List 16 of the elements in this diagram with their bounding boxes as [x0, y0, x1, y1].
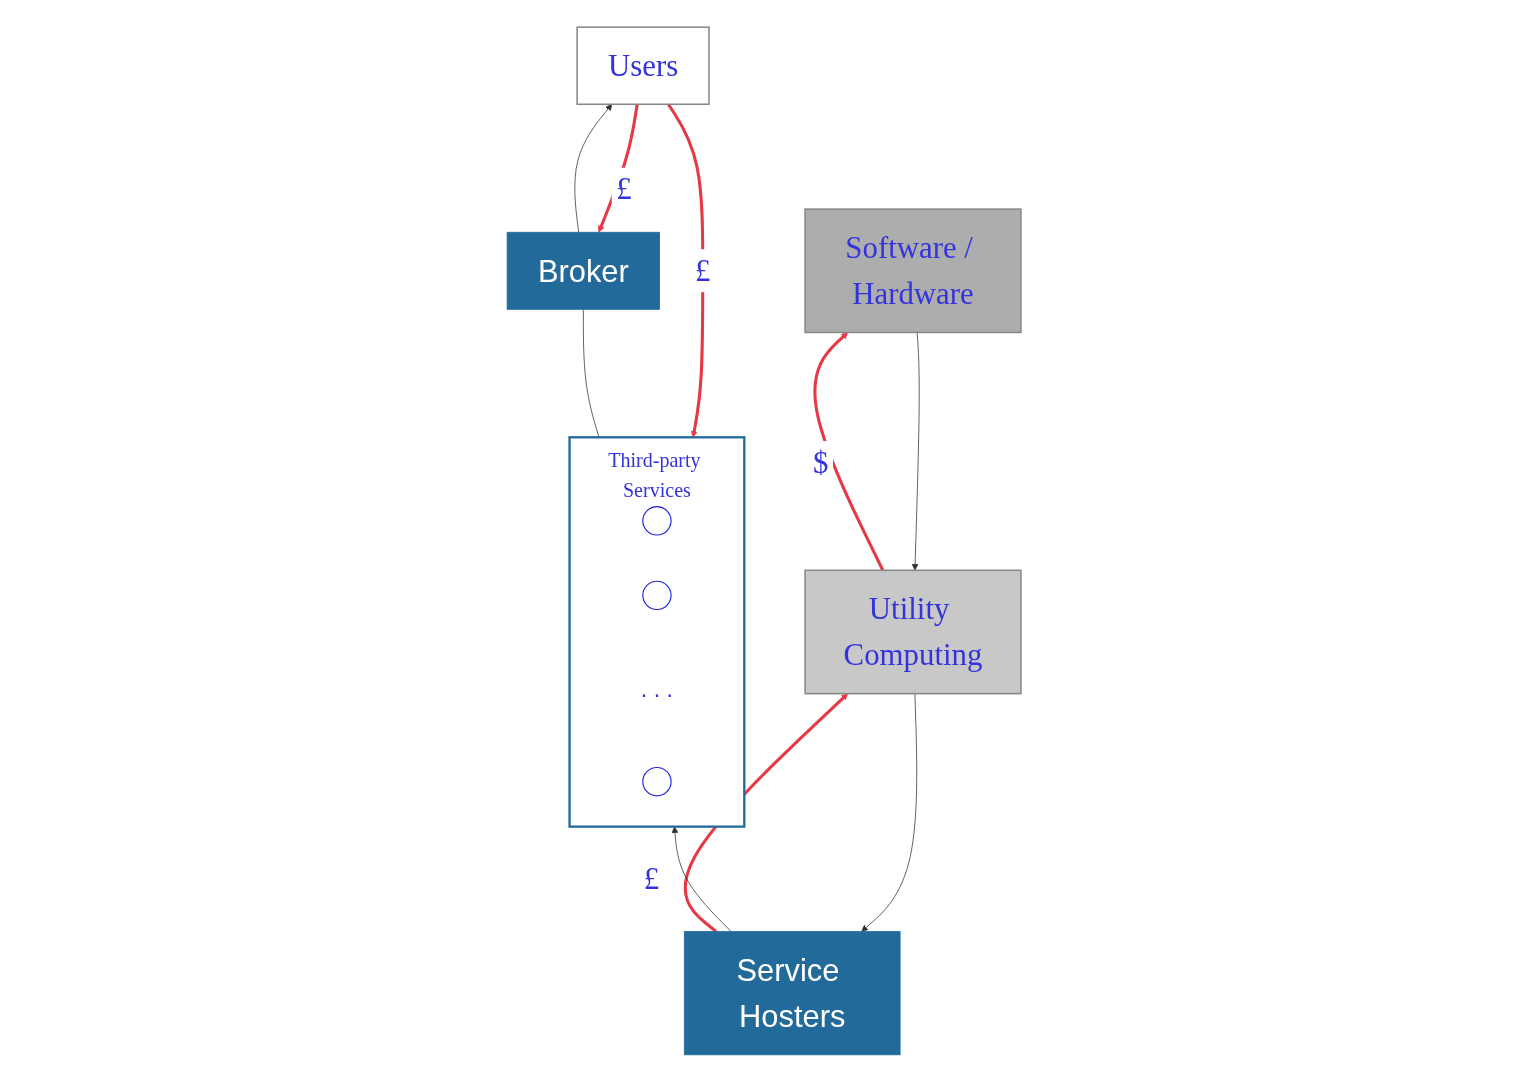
node-box: Users: [576, 26, 710, 106]
node-box: Utility Computing: [804, 569, 1022, 695]
arrow: [597, 104, 639, 233]
arrow: [813, 332, 885, 571]
node-circle: [642, 580, 672, 611]
connector: [582, 308, 600, 438]
edge-label: $: [813, 444, 829, 480]
edge-label: £: [695, 253, 711, 288]
edge-label: £: [643, 861, 660, 897]
node-box: Software / Hardware: [804, 208, 1022, 334]
node-text: . . .: [640, 675, 673, 702]
node-circle: [642, 506, 672, 536]
node-box: Broker: [506, 231, 660, 310]
node-box: Service Hosters: [683, 931, 901, 1056]
edge-label: £: [616, 171, 632, 207]
node-circle: [642, 766, 672, 797]
